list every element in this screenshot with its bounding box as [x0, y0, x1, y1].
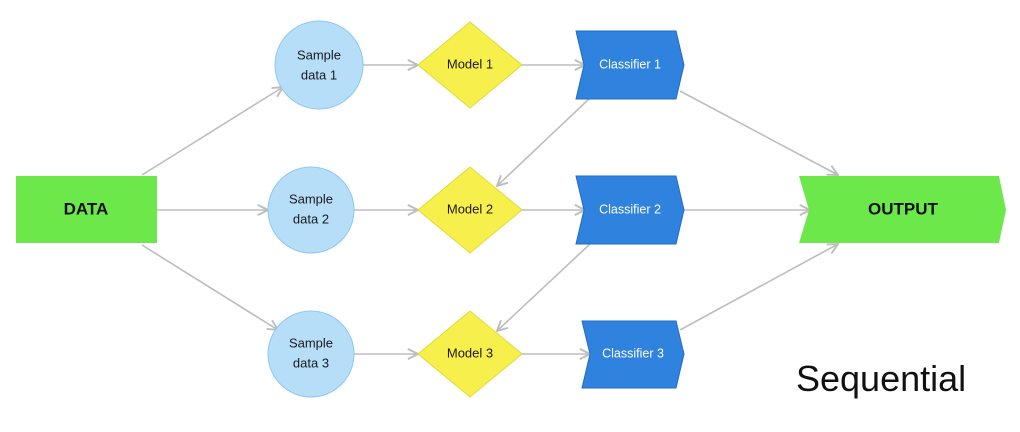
- sample-data-3-node: Sample data 3: [267, 310, 355, 398]
- model-2-node: Model 2: [417, 166, 523, 254]
- sample-data-1-shape: [274, 20, 364, 110]
- classifier-2-node: Classifier 2: [575, 175, 685, 245]
- edge-classifier2-model3: [497, 243, 591, 331]
- model-2-label: Model 2: [447, 201, 493, 216]
- edge-data-sample3: [141, 244, 278, 330]
- classifier-1-label: Classifier 1: [599, 57, 661, 71]
- output-node-label: OUTPUT: [868, 199, 939, 218]
- sample-data-3-shape: [267, 310, 355, 398]
- model-1-node: Model 1: [417, 21, 523, 109]
- model-3-shape: [417, 310, 523, 398]
- sample-data-2-node: Sample data 2: [267, 166, 355, 254]
- model-1-shape: [417, 21, 523, 109]
- output-node: OUTPUT: [799, 176, 1006, 243]
- data-node: DATA: [16, 176, 157, 243]
- edge-classifier3-output: [679, 244, 838, 331]
- classifier-1-node: Classifier 1: [575, 30, 685, 100]
- sample-data-3-label-line2: data 3: [293, 355, 329, 370]
- classifier-1-shape: [575, 30, 685, 100]
- sample-data-3-label-line1: Sample: [289, 335, 333, 350]
- classifier-3-label: Classifier 3: [602, 346, 664, 360]
- sample-data-2-label-line2: data 2: [293, 211, 329, 226]
- classifier-2-label: Classifier 2: [599, 202, 661, 216]
- model-1-label: Model 1: [447, 56, 493, 71]
- data-node-label: DATA: [64, 199, 109, 218]
- edge-classifier1-model2: [497, 97, 591, 186]
- sample-data-1-label-line2: data 1: [301, 67, 337, 82]
- model-3-label: Model 3: [447, 345, 493, 360]
- classifier-3-shape: [581, 320, 685, 389]
- classifier-3-node: Classifier 3: [581, 320, 685, 389]
- edge-classifier1-output: [679, 90, 838, 175]
- data-node-shape: [16, 176, 157, 243]
- model-2-shape: [417, 166, 523, 254]
- edges: [141, 65, 838, 354]
- sample-data-1-node: Sample data 1: [274, 20, 364, 110]
- classifier-2-shape: [575, 175, 685, 245]
- diagram-caption: Sequential: [796, 358, 967, 399]
- sample-data-1-label-line1: Sample: [297, 47, 341, 62]
- model-3-node: Model 3: [417, 310, 523, 398]
- sample-data-2-shape: [267, 166, 355, 254]
- edge-data-sample1: [141, 87, 283, 176]
- sample-data-2-label-line1: Sample: [289, 191, 333, 206]
- output-node-shape: [799, 176, 1006, 243]
